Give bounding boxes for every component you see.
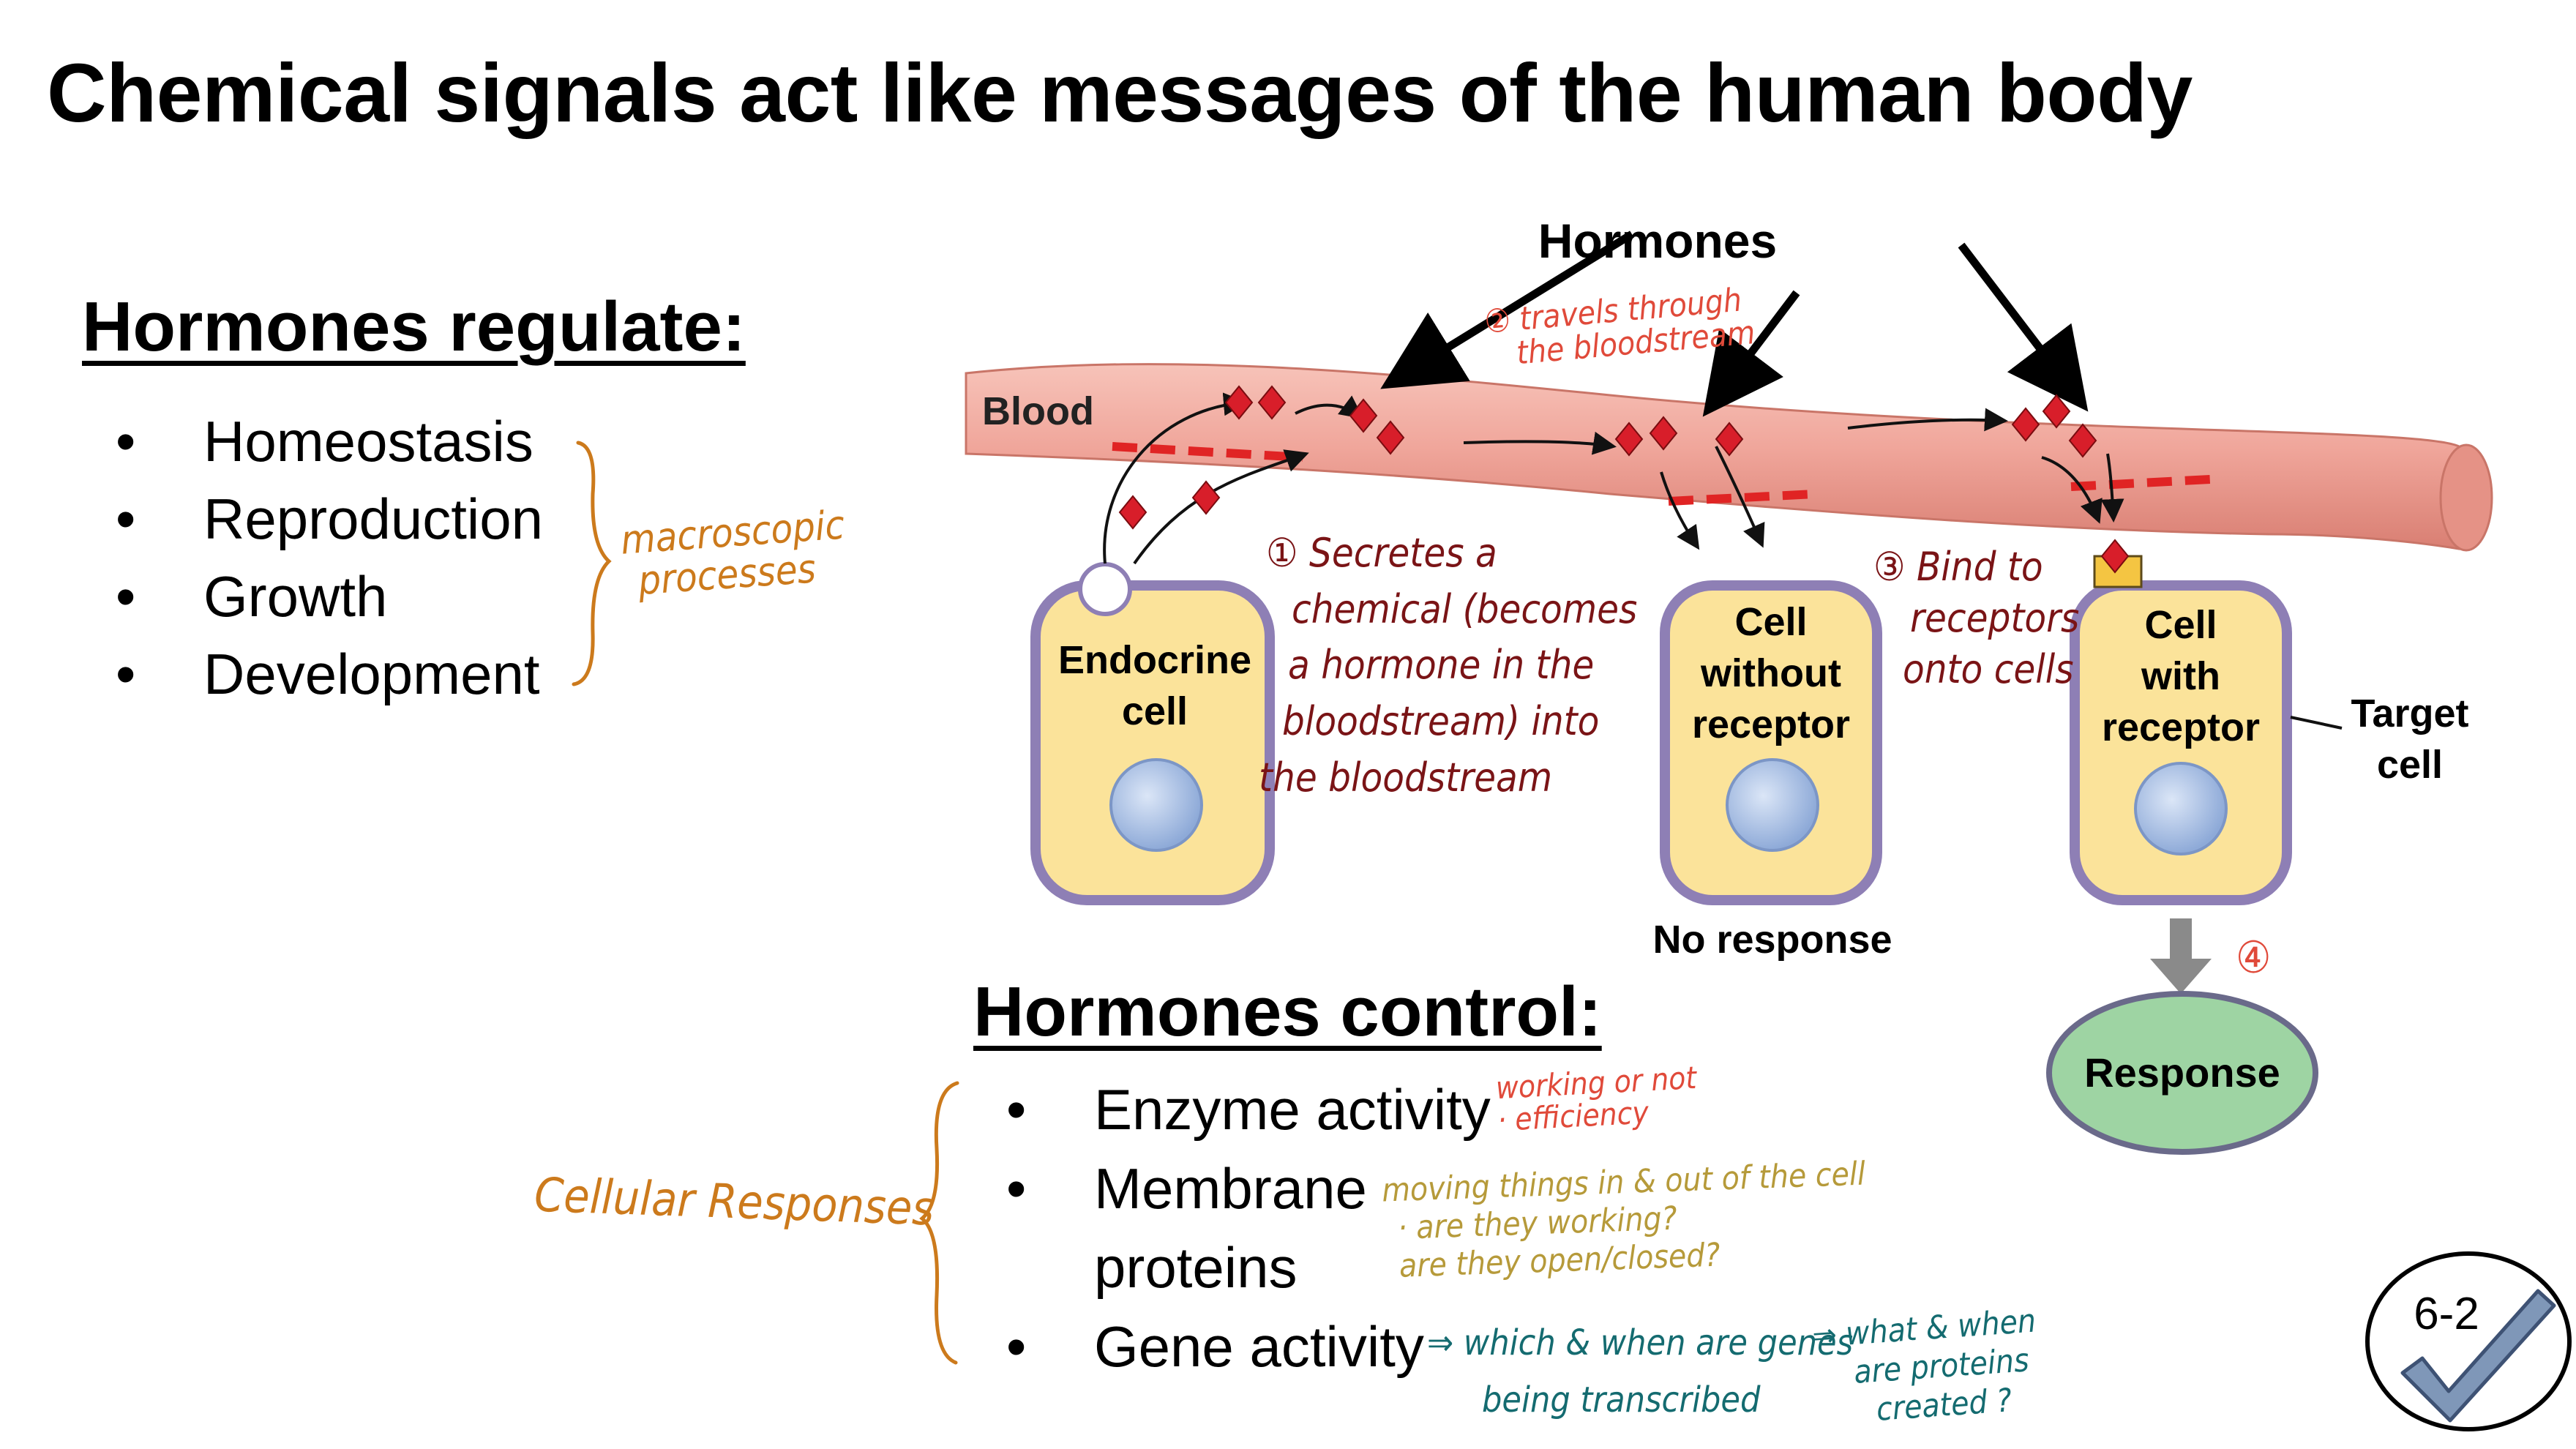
target-cell-label: cell bbox=[2377, 743, 2443, 787]
flow-arrow bbox=[1660, 471, 1700, 550]
note-step1: ① Secretes a chemical (becomes a hormone… bbox=[1259, 525, 1638, 806]
flow-arrow bbox=[1715, 446, 1765, 548]
vessel-pore bbox=[1668, 490, 1816, 506]
list-item: proteins bbox=[1006, 1228, 1491, 1307]
flow-arrow bbox=[2100, 453, 2124, 523]
response-arrow bbox=[2150, 918, 2212, 994]
note-protein: ⇒ what & when are proteins created ? bbox=[1811, 1303, 2043, 1434]
blood-label: Blood bbox=[982, 389, 1094, 433]
note-step3: ③ Bind to receptors onto cells bbox=[1873, 542, 2079, 696]
endocrine-cell-label: Endocrine bbox=[1058, 638, 1251, 682]
note-line: chemical (becomes bbox=[1292, 585, 1638, 632]
pointer-arrow bbox=[1958, 242, 2089, 412]
cellular-responses-label: Cellular Responses bbox=[533, 1168, 935, 1237]
list-item: Growth bbox=[116, 558, 543, 635]
flow-arrow bbox=[1133, 449, 1309, 565]
note-line: ③ Bind to bbox=[1873, 544, 2043, 590]
cell-with-label: receptor bbox=[2102, 705, 2260, 749]
flow-arrow bbox=[1103, 392, 1247, 564]
flow-arrow bbox=[1463, 431, 1617, 455]
note-gene: ⇒ which & when are genes bbox=[1427, 1322, 1854, 1363]
list-item: Enzyme activity bbox=[1006, 1070, 1491, 1149]
cell-without-label: without bbox=[1700, 651, 1841, 695]
list-item: Development bbox=[116, 635, 543, 713]
note-line: receptors bbox=[1910, 595, 2080, 642]
list-item: Homeostasis bbox=[116, 402, 543, 480]
hormone-signaling-diagram: Blood Endocrine cell Cell without recept… bbox=[965, 214, 2493, 1155]
page-title: Chemical signals act like messages of th… bbox=[47, 47, 2193, 139]
flow-arrow bbox=[2041, 456, 2103, 524]
flow-arrow bbox=[1847, 408, 2008, 432]
note-line: ① Secretes a bbox=[1266, 530, 1497, 576]
target-leader-line bbox=[2290, 716, 2343, 730]
no-response-label: No response bbox=[1652, 918, 1892, 962]
list-item-continuation: proteins bbox=[1094, 1235, 1298, 1300]
note-gene-2: being transcribed bbox=[1482, 1379, 1761, 1420]
note-line: bloodstream) into bbox=[1282, 698, 1600, 745]
regulate-brace bbox=[572, 441, 612, 686]
note-line: a hormone in the bbox=[1288, 642, 1595, 689]
cell-without-receptor bbox=[1660, 580, 1882, 905]
vessel-pore bbox=[1112, 442, 1303, 462]
list-item: Membrane bbox=[1006, 1149, 1491, 1228]
nucleus bbox=[2134, 762, 2228, 855]
target-cell-label: Target bbox=[2351, 692, 2468, 735]
control-list: Enzyme activity Membrane proteins Gene a… bbox=[1006, 1070, 1491, 1386]
note-line: onto cells bbox=[1903, 646, 2074, 693]
regulate-list: Homeostasis Reproduction Growth Developm… bbox=[116, 402, 543, 713]
vessel-pore bbox=[2070, 475, 2211, 491]
cell-with-label: Cell bbox=[2144, 603, 2217, 647]
control-heading: Hormones control: bbox=[973, 973, 1602, 1051]
note-line: the bloodstream bbox=[1259, 754, 1553, 801]
regulate-annotation: macroscopic processes bbox=[619, 501, 848, 603]
response-label: Response bbox=[2084, 1049, 2280, 1096]
cell-with-label: with bbox=[2141, 654, 2220, 698]
control-brace bbox=[919, 1081, 959, 1365]
lesson-badge: 6-2 bbox=[2365, 1251, 2572, 1431]
secretory-vesicle bbox=[1078, 562, 1132, 616]
list-item: Gene activity bbox=[1006, 1307, 1491, 1386]
badge-label: 6-2 bbox=[2414, 1289, 2479, 1339]
hormone-molecules bbox=[1118, 385, 2130, 574]
blood-vessel bbox=[965, 363, 2460, 550]
note-enzyme: working or not · efficiency bbox=[1495, 1060, 1699, 1138]
endocrine-cell bbox=[1030, 580, 1275, 905]
pointer-arrow bbox=[1380, 231, 1634, 389]
hormones-label: Hormones bbox=[1538, 214, 1777, 268]
endocrine-cell-label: cell bbox=[1122, 689, 1188, 733]
note-membrane: moving things in & out of the cell · are… bbox=[1381, 1156, 1868, 1287]
list-item: Reproduction bbox=[116, 480, 543, 558]
cell-without-label: Cell bbox=[1734, 600, 1807, 644]
response-oval bbox=[2046, 991, 2318, 1155]
vessel-end bbox=[2439, 443, 2493, 552]
note-step4: ④ bbox=[2236, 932, 2272, 984]
checkmark-icon bbox=[2400, 1289, 2556, 1423]
pointer-arrow bbox=[1702, 290, 1800, 417]
regulate-heading: Hormones regulate: bbox=[82, 288, 746, 366]
cell-with-receptor bbox=[2070, 580, 2292, 905]
nucleus bbox=[1726, 758, 1819, 852]
cell-without-label: receptor bbox=[1692, 703, 1850, 746]
nucleus bbox=[1109, 758, 1203, 852]
